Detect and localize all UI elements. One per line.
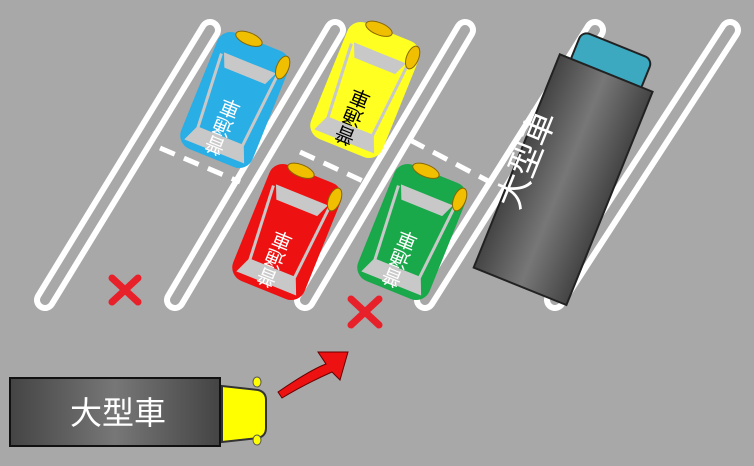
headlight	[365, 20, 393, 37]
truck-label: 大型車	[70, 394, 166, 432]
parked-truck: 大型車	[472, 32, 654, 307]
red-car: 普通車	[232, 162, 343, 300]
cross-icon	[108, 274, 142, 306]
truck-body	[472, 52, 654, 307]
headlight	[412, 162, 440, 179]
headlight	[235, 30, 263, 47]
mirror	[252, 376, 262, 388]
dashed-line	[408, 137, 492, 185]
truck-body	[9, 377, 221, 447]
yellow-car: 普通車	[310, 20, 421, 158]
car-outline	[361, 185, 456, 296]
turn-arrow-icon	[277, 351, 349, 399]
blue-car: 普通車	[180, 30, 291, 168]
windshield	[276, 184, 328, 217]
dashed-lines	[159, 137, 492, 185]
windshield	[401, 184, 453, 217]
parking-line	[170, 25, 340, 305]
car-outline	[184, 53, 279, 164]
mirror	[252, 434, 262, 446]
green-car: 普通車	[357, 162, 468, 300]
car-outline	[236, 185, 331, 296]
dashed-line	[159, 145, 241, 185]
headlight	[274, 55, 291, 80]
car-outline	[314, 43, 409, 154]
headlight	[451, 187, 468, 212]
cross-icon	[347, 295, 383, 329]
headlight	[404, 45, 421, 70]
truck-cab	[221, 384, 267, 444]
headlight	[326, 187, 343, 212]
windshield	[224, 52, 276, 85]
headlight	[287, 162, 315, 179]
dashed-line	[298, 149, 367, 185]
parking-line	[300, 25, 470, 305]
parking-line	[40, 25, 215, 305]
moving-truck: 大型車	[9, 376, 267, 447]
windshield	[354, 42, 406, 75]
